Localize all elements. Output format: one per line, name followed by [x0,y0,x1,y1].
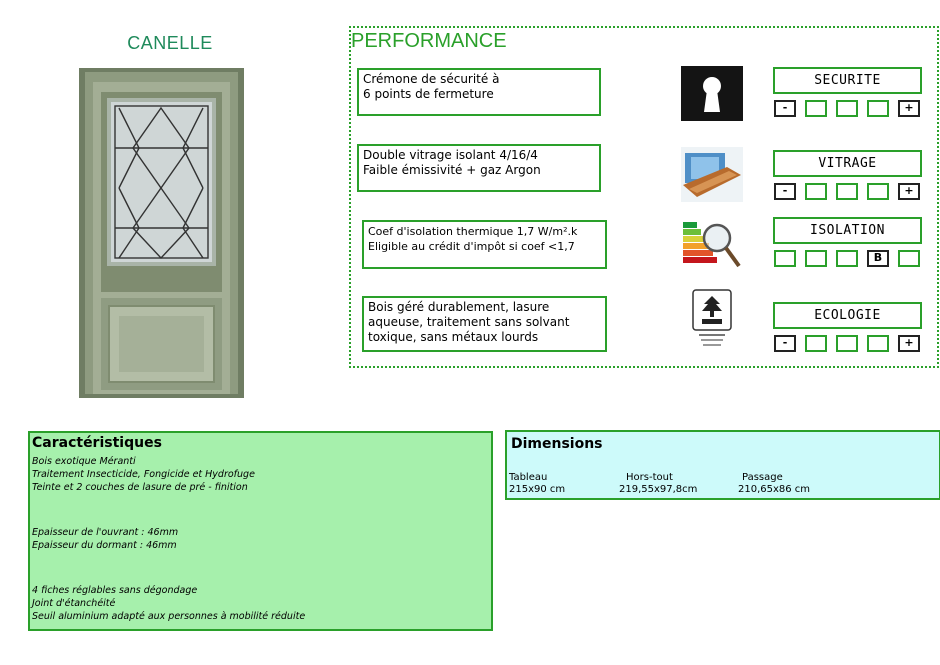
perf-desc-ecology: Bois géré durablement, lasure aqueuse, t… [362,296,607,352]
dimension-value-hors-tout: 219,55x97,8cm [619,484,698,495]
rating-cell [836,250,858,267]
rating-cell [805,250,827,267]
keyhole-icon [681,66,743,121]
rating-cell-plus: + [898,100,920,117]
characteristic-line: Epaisseur de l'ouvrant : 46mm [32,527,179,538]
dimension-value-passage: 210,65x86 cm [738,484,811,495]
characteristics-title: Caractéristiques [32,435,162,451]
energy-rating-magnifier-icon [681,216,743,271]
characteristic-line: 4 fiches réglables sans dégondage [32,585,198,596]
rating-cell [867,335,889,352]
characteristic-line: Traitement Insecticide, Fongicide et Hyd… [32,469,255,480]
perf-desc-line: Eligible au crédit d'impôt si coef <1,7 [368,240,575,253]
perf-desc-line: Double vitrage isolant 4/16/4 [363,148,538,162]
rating-scale-ecology: - + [774,335,920,352]
rating-cell [805,100,827,117]
perf-desc-line: Coef d'isolation thermique 1,7 W/m².k [368,225,578,238]
rating-cell [898,250,920,267]
dimension-value-tableau: 215x90 cm [509,484,566,495]
rating-cell [867,100,889,117]
rating-cell-plus: + [898,335,920,352]
perf-desc-insulation: Coef d'isolation thermique 1,7 W/m².k El… [362,220,607,269]
dimension-label-passage: Passage [742,472,783,483]
performance-title: PERFORMANCE [351,30,507,52]
rating-cell-minus: - [774,183,796,200]
fsc-logo-icon [681,288,743,350]
rating-scale-security: - + [774,100,920,117]
characteristic-line: Epaisseur du dormant : 46mm [32,540,177,551]
characteristic-line: Teinte et 2 couches de lasure de pré - f… [32,482,248,493]
characteristic-line: Bois exotique Méranti [32,456,136,467]
rating-label-glazing: VITRAGE [773,150,922,177]
window-glazing-icon [681,147,743,202]
rating-scale-glazing: - + [774,183,920,200]
perf-desc-line: 6 points de fermeture [363,87,494,101]
characteristic-line: Joint d'étanchéité [32,598,116,609]
rating-cell [805,335,827,352]
rating-cell-selected: B [867,250,889,267]
rating-cell-minus: - [774,100,796,117]
perf-desc-line: Crémone de sécurité à [363,72,500,86]
rating-cell [836,100,858,117]
dimensions-title: Dimensions [511,436,603,452]
perf-desc-line: aqueuse, traitement sans solvant [368,315,570,329]
perf-desc-glazing: Double vitrage isolant 4/16/4 Faible émi… [357,144,601,192]
dimension-label-hors-tout: Hors-tout [626,472,673,483]
rating-label-insulation: ISOLATION [773,217,922,244]
rating-cell [867,183,889,200]
characteristic-line: Seuil aluminium adapté aux personnes à m… [32,611,306,622]
door-photo [79,68,244,398]
characteristics-panel [28,431,493,631]
dimension-label-tableau: Tableau [509,472,548,483]
rating-label-ecology: ECOLOGIE [773,302,922,329]
rating-cell [805,183,827,200]
rating-cell [836,183,858,200]
rating-label-security: SECURITE [773,67,922,94]
rating-scale-insulation: B [774,250,920,267]
rating-cell-minus: - [774,335,796,352]
rating-cell-plus: + [898,183,920,200]
perf-desc-line: toxique, sans métaux lourds [368,330,539,344]
perf-desc-security: Crémone de sécurité à 6 points de fermet… [357,68,601,116]
dimensions-panel [505,430,940,500]
performance-panel [349,26,939,368]
product-title: CANELLE [127,33,213,53]
perf-desc-line: Bois géré durablement, lasure [368,300,550,314]
perf-desc-line: Faible émissivité + gaz Argon [363,163,541,177]
rating-cell [774,250,796,267]
rating-cell [836,335,858,352]
